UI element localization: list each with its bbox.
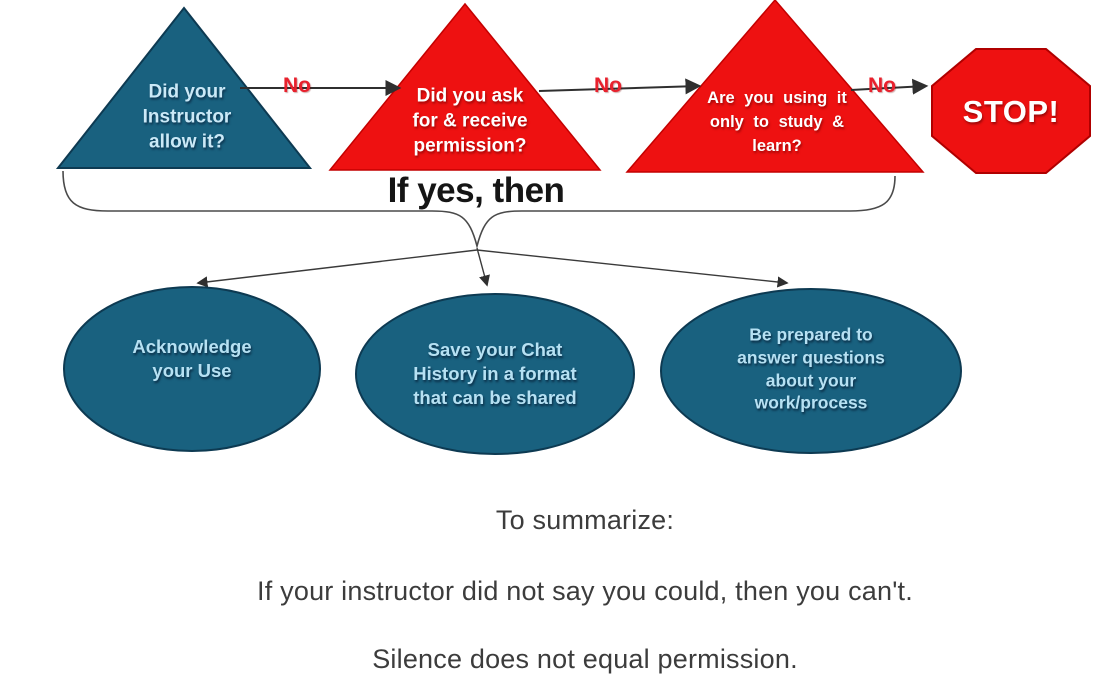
no-arrow-3	[850, 78, 929, 95]
branch-arrow-middle	[476, 247, 490, 287]
ellipse-acknowledge-use	[63, 286, 321, 452]
if-yes-underbrace	[62, 170, 896, 250]
branch-arrow-right	[476, 249, 789, 288]
branch-arrow-left	[196, 249, 478, 288]
summary-heading: To summarize:	[495, 505, 675, 535]
stop-sign-octagon	[931, 48, 1091, 174]
ellipse-be-prepared	[660, 288, 962, 454]
summary-sentence-1: If your instructor did not say you could…	[257, 576, 913, 606]
ellipse-save-chat-history	[355, 293, 635, 455]
no-arrow-2	[538, 78, 702, 95]
summary-sentence-2: Silence does not equal permission.	[372, 644, 798, 674]
